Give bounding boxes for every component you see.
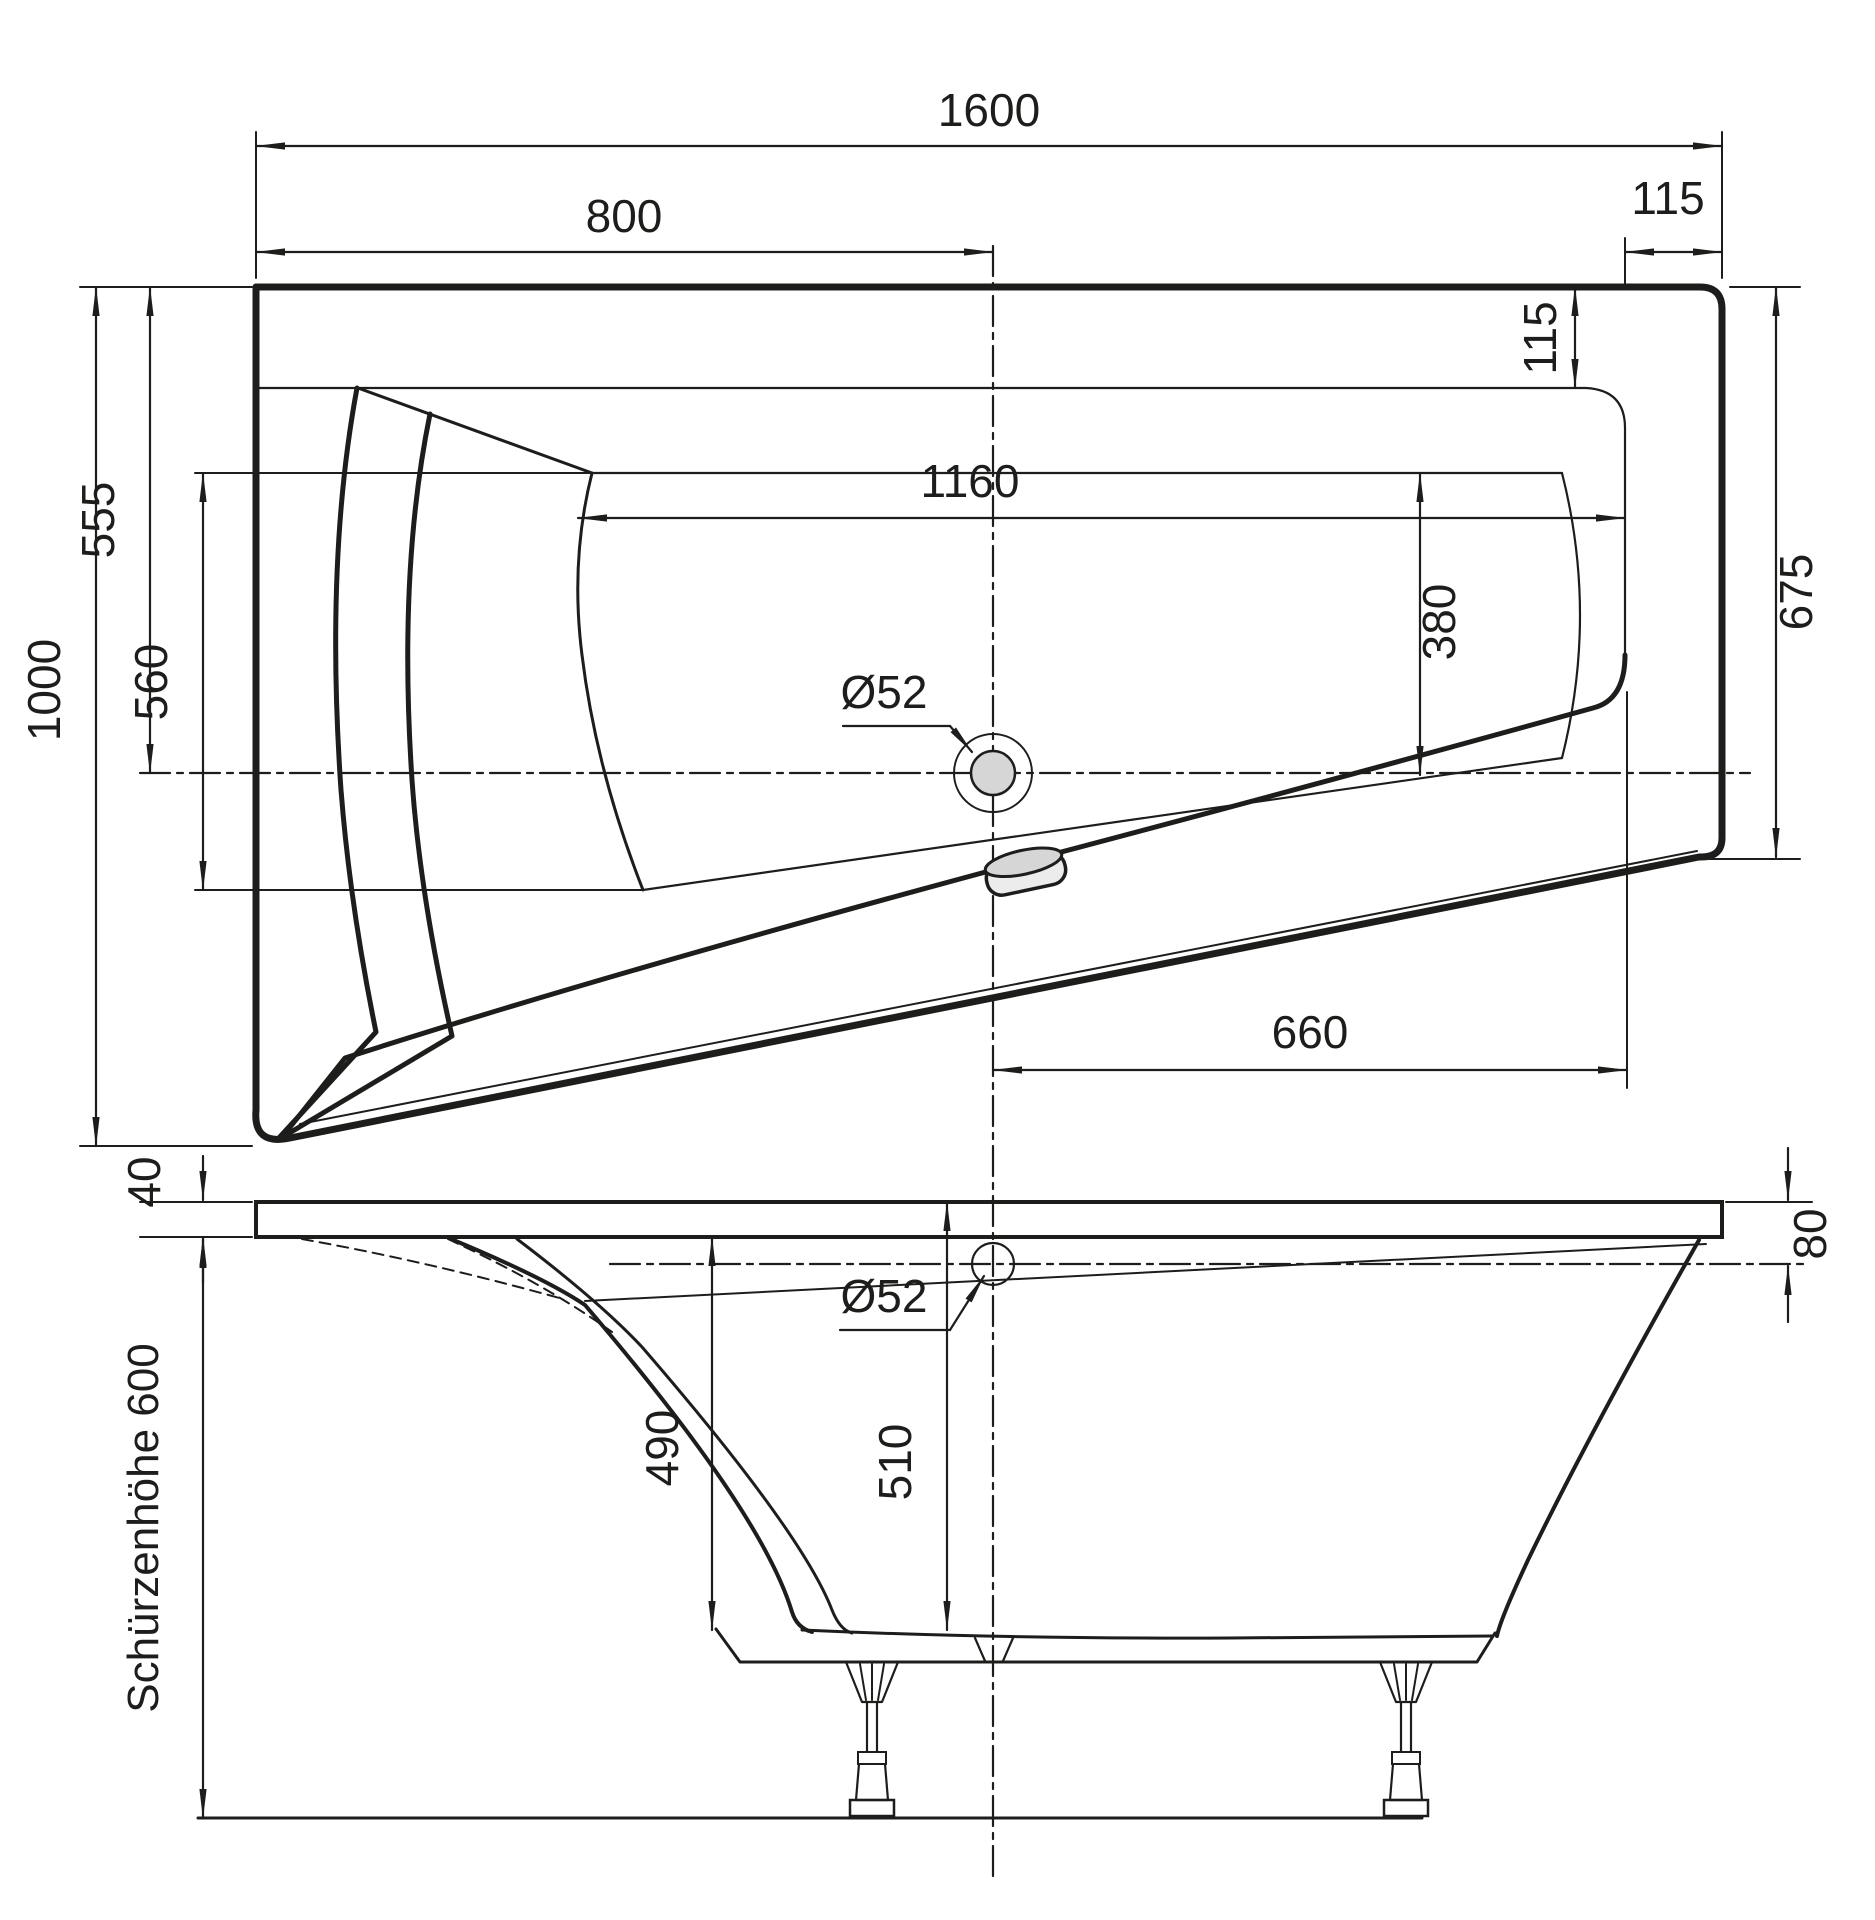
leg-collar [857, 1751, 887, 1765]
dim-text-depth-at-center: 510 [869, 1424, 921, 1501]
far-rim-edge [584, 1243, 1707, 1302]
overflow-top-face [983, 846, 1064, 879]
leg-stem [865, 1700, 879, 1754]
dim-text-apron-height: Schürzenhöhe 600 [119, 1343, 168, 1712]
drain-top-view [953, 733, 1033, 813]
tub-outer-outline [252, 283, 1726, 1143]
floor-right-edge [1560, 471, 1582, 760]
right-wall [1495, 1238, 1701, 1638]
hidden-edge-1 [301, 1238, 564, 1300]
dim-text-rim-width-top: 115 [1631, 172, 1704, 224]
left-wall-outer [449, 1237, 814, 1634]
dim-text-overall-width: 1000 [18, 639, 70, 741]
dim-text-inner-width-right: 380 [1413, 584, 1465, 661]
front-view [196, 1200, 1724, 1820]
hidden-edge-2 [447, 1238, 613, 1333]
label-drain-top: Ø52 [841, 666, 928, 718]
headrest-inner-curve [278, 411, 455, 1141]
leg-stem [1399, 1700, 1413, 1754]
tray-center-mark-right [1001, 1636, 1015, 1663]
leader-arrow-drain-front [948, 1274, 986, 1332]
leg-funnel-ribs [859, 1663, 885, 1701]
left-wall-inner [515, 1237, 854, 1635]
basin-opening-edge [254, 386, 1627, 670]
backrest-inner-curve [576, 471, 645, 892]
rim-board [254, 1200, 1724, 1239]
support-leg-left [844, 1660, 900, 1818]
dim-text-drain-to-edge: 660 [1272, 1006, 1349, 1058]
dim-text-right-side-length: 675 [1770, 554, 1822, 631]
leg-funnel [1378, 1660, 1434, 1704]
drain-outer-circle [953, 733, 1033, 813]
leg-adjuster [854, 1762, 890, 1802]
dim-text-center-offset: 555 [72, 482, 124, 559]
drain-inner-circle [969, 749, 1017, 797]
dim-text-rim-thickness: 40 [118, 1156, 170, 1207]
dim-text-inner-width-left: 560 [125, 644, 177, 721]
basin-bottom-edge [280, 652, 1628, 1139]
dim-text-length-to-center: 800 [586, 190, 663, 242]
support-tray [714, 1627, 1497, 1664]
headrest-diagonal [356, 386, 594, 475]
leg-foot [848, 1798, 896, 1818]
leg-collar [1391, 1751, 1421, 1765]
rim-offset-line [299, 850, 1698, 1125]
leader-arrow-drain-top [948, 724, 974, 754]
label-drain-front: Ø52 [841, 1270, 928, 1322]
headrest-outer-curve [274, 385, 379, 1143]
top-view [252, 283, 1726, 1143]
dim-text-inner-length: 1160 [921, 455, 1020, 507]
dim-text-inner-depth: 490 [636, 1410, 688, 1487]
dim-text-rim-width-right: 115 [1514, 301, 1566, 374]
seat-front-edge [641, 756, 1564, 892]
drain-front-view [970, 1241, 1016, 1287]
dimensions: 1600 800 115 115 1160 380 675 1000 555 5… [18, 84, 1836, 1820]
dim-text-rim-to-drain-axis: 80 [1784, 1208, 1836, 1259]
overflow-fitting [983, 846, 1068, 897]
dim-text-overall-length: 1600 [938, 84, 1040, 136]
leg-foot [1382, 1798, 1430, 1818]
leg-adjuster [1388, 1762, 1424, 1802]
tray-center-mark-left [973, 1636, 987, 1663]
leg-funnel-ribs [1393, 1663, 1419, 1701]
extension-lines [79, 131, 1813, 1238]
leg-funnel [844, 1660, 900, 1704]
support-leg-right [1378, 1660, 1434, 1818]
tub-bottom [800, 1628, 1494, 1640]
